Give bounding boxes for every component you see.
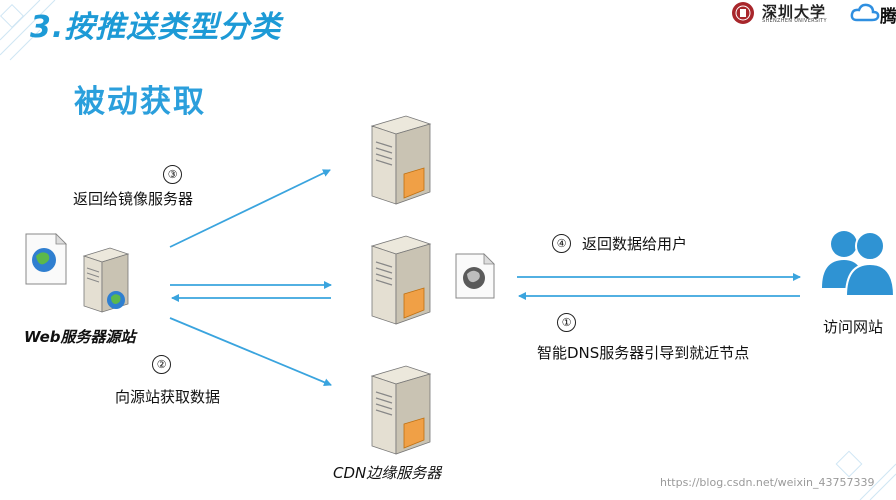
origin-server-icon bbox=[82, 247, 130, 313]
slide-title: 3.按推送类型分类 bbox=[30, 10, 282, 45]
university-name: 深圳大学 bbox=[762, 3, 827, 21]
step-4-number: ④ bbox=[552, 234, 571, 253]
university-name-en: SHENZHEN UNIVERSITY bbox=[762, 18, 827, 24]
watermark-url: https://blog.csdn.net/weixin_43757339 bbox=[660, 476, 875, 489]
step-2-label: 向源站获取数据 bbox=[115, 388, 221, 406]
cloud-logo-text: 腾 bbox=[880, 7, 896, 27]
cdn-edge-server-label: CDN边缘服务器 bbox=[333, 464, 442, 482]
arrow-origin-to-cdn-bottom bbox=[169, 317, 332, 387]
web-content-document-icon bbox=[455, 253, 495, 299]
slide-subtitle: 被动获取 bbox=[74, 84, 206, 120]
users-icon bbox=[822, 231, 896, 297]
web-page-document-icon bbox=[25, 233, 67, 285]
step-4-label: 返回数据给用户 bbox=[582, 235, 688, 253]
cdn-server-middle-icon bbox=[370, 235, 432, 325]
step-1-number: ① bbox=[557, 313, 576, 332]
user-label: 访问网站 bbox=[823, 318, 884, 336]
cloud-logo-icon bbox=[850, 3, 880, 22]
university-logo: 深圳大学 SHENZHEN UNIVERSITY bbox=[730, 0, 830, 26]
origin-server-label: Web服务器源站 bbox=[24, 328, 136, 346]
university-seal-icon bbox=[732, 2, 754, 24]
step-2-number: ② bbox=[152, 355, 171, 374]
step-3-label: 返回给镜像服务器 bbox=[73, 190, 194, 208]
arrow-origin-to-cdn-top bbox=[169, 169, 331, 248]
step-3-number: ③ bbox=[163, 165, 182, 184]
step-1-label: 智能DNS服务器引导到就近节点 bbox=[537, 344, 750, 362]
cdn-server-top-icon bbox=[370, 115, 432, 205]
cdn-server-bottom-icon bbox=[370, 365, 432, 455]
